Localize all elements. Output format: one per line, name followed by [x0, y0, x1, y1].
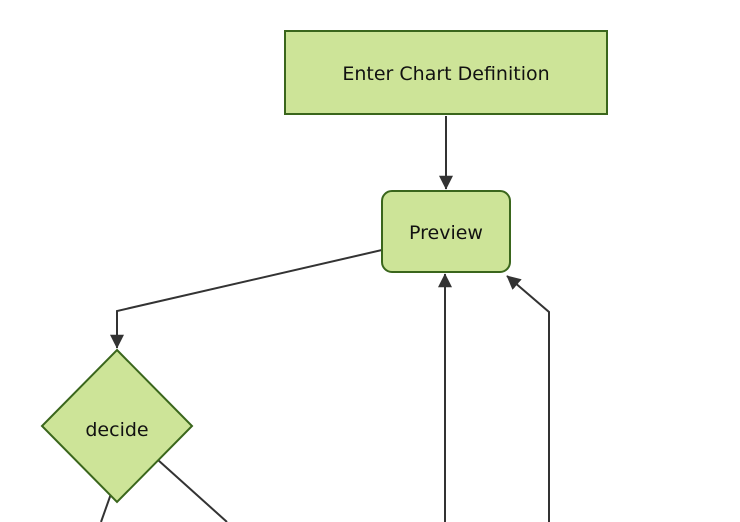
enter-chart-definition-label: Enter Chart Definition [342, 63, 549, 85]
enter-chart-definition-box [284, 30, 608, 115]
preview-box [381, 190, 511, 273]
edge-bottom-right-to-preview [506, 275, 550, 522]
edge-preview-to-decide [110, 249, 383, 349]
node-enter-chart-definition: Enter Chart Definition [284, 30, 608, 115]
preview-label: Preview [409, 222, 483, 244]
node-preview: Preview [381, 190, 511, 273]
decide-label: decide [85, 419, 148, 441]
edge-decide-to-offscreen-2 [157, 459, 228, 522]
node-decide: decide [40, 348, 194, 504]
decide-diamond [40, 348, 194, 504]
edge-layer [100, 116, 550, 522]
